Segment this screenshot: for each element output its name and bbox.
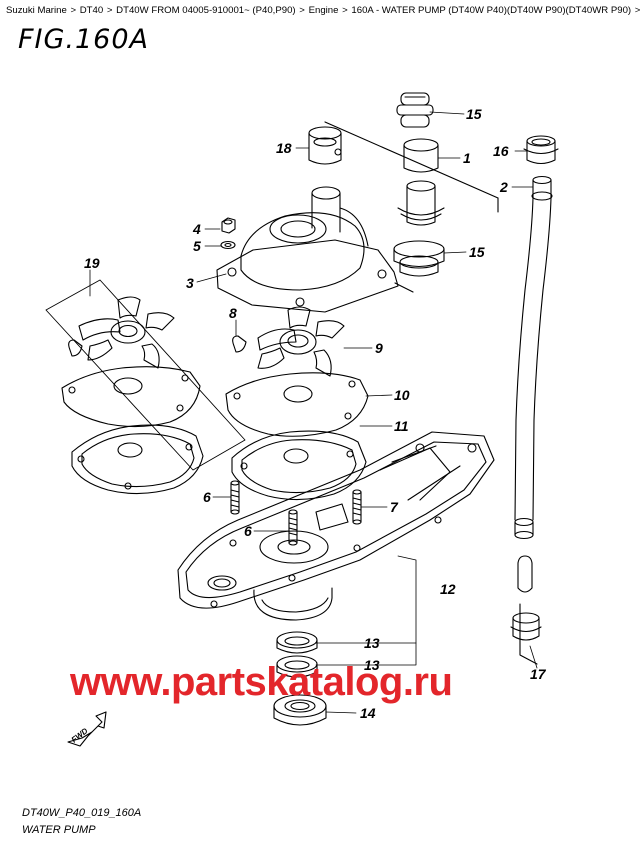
plate-part-10[interactable] (225, 372, 369, 437)
callout-6-center[interactable]: 6 (244, 523, 252, 539)
plug-part-16[interactable] (523, 135, 559, 165)
breadcrumb-suzuki-marine[interactable]: Suzuki Marine (6, 5, 67, 16)
washer-part-5[interactable] (220, 240, 236, 250)
callout-16[interactable]: 16 (493, 143, 509, 159)
key-part (68, 339, 83, 357)
frame-line (324, 121, 499, 199)
breadcrumb-dt40w[interactable]: DT40W FROM 04005-910001~ (P40,P90) (116, 5, 296, 16)
parts-diagram: 15 1 18 16 2 4 5 15 3 19 8 9 10 11 6 7 6… (45, 92, 559, 747)
callout-18[interactable]: 18 (276, 140, 292, 156)
seal-part-13-upper[interactable] (276, 631, 318, 654)
tube-part-1[interactable] (397, 138, 445, 226)
callout-6-left[interactable]: 6 (203, 489, 211, 505)
impeller-part-9[interactable] (257, 306, 345, 377)
stud-part-7[interactable] (352, 489, 362, 525)
seal-part-13-lower[interactable] (276, 655, 318, 678)
callout-19[interactable]: 19 (84, 255, 100, 271)
callout-15-top[interactable]: 15 (466, 106, 482, 122)
callout-14[interactable]: 14 (360, 705, 376, 721)
callout-15-bottom[interactable]: 15 (469, 244, 485, 260)
callout-3[interactable]: 3 (186, 275, 194, 291)
frame-line (519, 603, 538, 665)
breadcrumb: Suzuki Marine > DT40 > DT40W FROM 04005-… (6, 5, 641, 16)
breadcrumb-160a[interactable]: 160A - WATER PUMP (DT40W P40)(DT40W P90)… (351, 5, 632, 16)
callout-9[interactable]: 9 (375, 340, 383, 356)
callout-13-lower[interactable]: 13 (364, 657, 380, 673)
stud-part-6-left[interactable] (230, 480, 240, 515)
gasket-part-11[interactable] (231, 430, 367, 501)
callout-11[interactable]: 11 (394, 418, 409, 434)
water-tube-part-2[interactable] (514, 175, 553, 593)
watermark: www.partskatalog.ru (70, 660, 453, 704)
breadcrumb-dt40[interactable]: DT40 (79, 5, 104, 16)
stud-part-6-center[interactable] (288, 509, 298, 546)
bearing-part-14[interactable] (273, 694, 327, 726)
figure-title: FIG.160A (18, 24, 150, 55)
callout-2[interactable]: 2 (499, 179, 508, 195)
fwd-arrow-icon (67, 711, 107, 747)
callout-7[interactable]: 7 (390, 499, 399, 515)
nut-part-4[interactable] (221, 217, 236, 234)
callout-5[interactable]: 5 (193, 238, 201, 254)
breadcrumb-engine[interactable]: Engine (308, 5, 339, 16)
impeller-kit-part-19[interactable] (45, 279, 246, 495)
figure-code: DT40W_P40_019_160A (22, 807, 142, 819)
fwd-label: FWD (70, 726, 90, 744)
grommet-part-15-bottom[interactable] (393, 240, 445, 277)
grommet-part-17[interactable] (510, 612, 542, 641)
callout-4[interactable]: 4 (192, 221, 201, 237)
impeller-kit-gasket (71, 424, 204, 495)
callout-10[interactable]: 10 (394, 387, 410, 403)
kit-box (45, 279, 246, 471)
callout-13-upper[interactable]: 13 (364, 635, 380, 651)
callout-12[interactable]: 12 (440, 581, 456, 597)
impeller-kit-plate (61, 366, 201, 428)
callout-8[interactable]: 8 (229, 305, 237, 321)
bushing-part-18[interactable] (308, 126, 342, 165)
leader-lines (89, 111, 538, 714)
impeller-kit-impeller (78, 296, 175, 369)
callout-1[interactable]: 1 (463, 150, 471, 166)
figure-name: WATER PUMP (22, 824, 96, 836)
callout-17[interactable]: 17 (530, 666, 547, 682)
pump-case[interactable] (216, 186, 399, 313)
housing-plate-part-12[interactable] (177, 431, 495, 621)
grommet-part-15-top[interactable] (396, 92, 434, 128)
key-part-8[interactable] (232, 335, 247, 353)
